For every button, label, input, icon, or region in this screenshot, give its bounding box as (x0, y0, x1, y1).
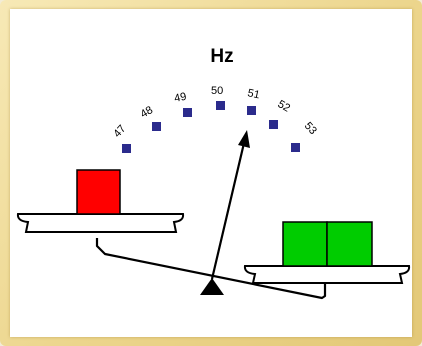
scale-tick-48: 48 (139, 104, 161, 131)
tick-marker (269, 120, 278, 129)
left-weight (76, 169, 121, 215)
fulcrum (200, 278, 224, 295)
tick-marker (247, 106, 256, 115)
tick-label: 50 (211, 85, 223, 97)
unit-label: Hz (210, 46, 233, 67)
left-pan (16, 213, 185, 233)
tick-label: 53 (302, 120, 319, 137)
tick-marker (183, 108, 192, 117)
tick-label: 52 (276, 98, 293, 115)
scale-tick-51: 51 (246, 87, 261, 115)
tick-label: 47 (111, 123, 128, 140)
tick-label: 51 (246, 87, 260, 101)
scale-tick-53: 53 (291, 120, 319, 152)
tick-marker (122, 144, 131, 153)
scale-tick-49: 49 (173, 91, 192, 117)
balance-beam (95, 238, 327, 300)
scale-tick-47: 47 (111, 123, 131, 153)
pointer-arrow (210, 130, 250, 280)
tick-label: 49 (173, 91, 187, 105)
tick-label: 48 (139, 104, 156, 121)
tick-marker (291, 143, 300, 152)
right-weight-1 (282, 221, 328, 267)
right-weight-2 (326, 221, 373, 267)
scale-tick-50: 50 (211, 85, 225, 110)
right-pan (243, 265, 411, 284)
tick-marker (216, 101, 225, 110)
tick-marker (152, 122, 161, 131)
scale-tick-52: 52 (269, 98, 292, 129)
